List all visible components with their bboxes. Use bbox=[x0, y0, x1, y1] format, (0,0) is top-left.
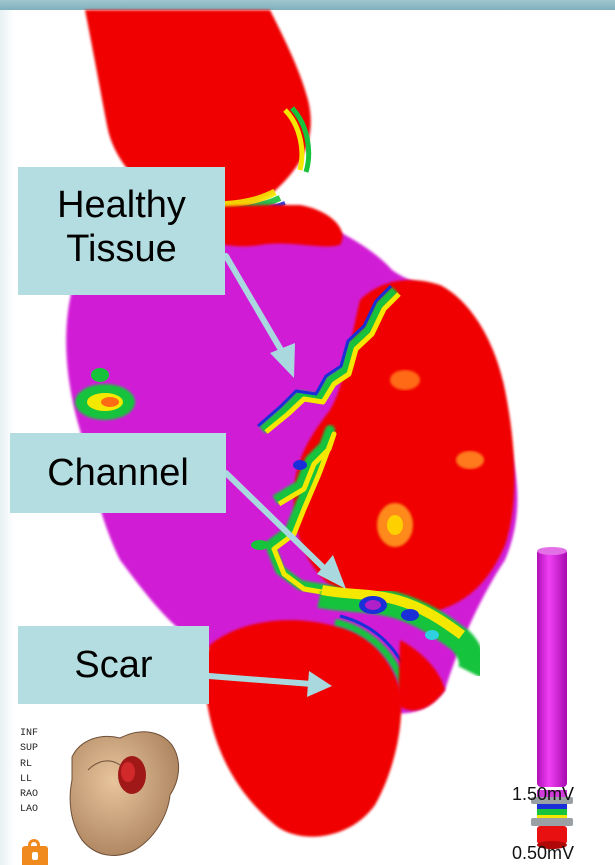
callout-healthy-line1: Healthy bbox=[18, 183, 225, 227]
view-button-list: INF SUP RL LL RAO LAO bbox=[20, 726, 50, 818]
heart-thumbnail-icon[interactable] bbox=[70, 732, 178, 856]
view-button-inf[interactable]: INF bbox=[20, 726, 50, 741]
callout-scar: Scar bbox=[18, 626, 209, 704]
scale-min-label: 0.50mV bbox=[512, 843, 574, 864]
callout-healthy-tissue: Healthy Tissue bbox=[18, 167, 225, 295]
scar-region-apex bbox=[204, 620, 401, 837]
view-button-sup[interactable]: SUP bbox=[20, 741, 50, 756]
lock-icon[interactable] bbox=[22, 846, 48, 865]
view-button-ll[interactable]: LL bbox=[20, 772, 50, 787]
callout-channel: Channel bbox=[10, 433, 226, 513]
view-button-rl[interactable]: RL bbox=[20, 757, 50, 772]
view-button-rao[interactable]: RAO bbox=[20, 787, 50, 802]
callout-healthy-line2: Tissue bbox=[18, 227, 225, 271]
view-button-lao[interactable]: LAO bbox=[20, 802, 50, 817]
scale-max-label: 1.50mV bbox=[512, 784, 574, 805]
